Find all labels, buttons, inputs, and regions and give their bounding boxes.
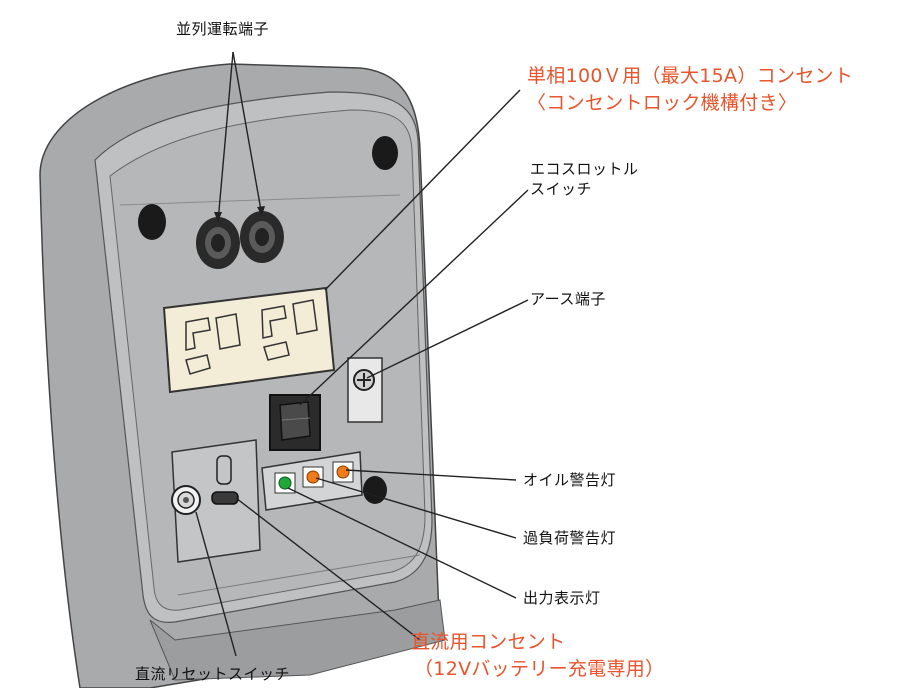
ac-outlet-label-line2: 〈コンセントロック機構付き〉 <box>527 92 798 114</box>
eco-switch-label-line2: スイッチ <box>530 180 593 198</box>
leader-arrowheads <box>214 206 265 222</box>
oil-warning-lamp <box>336 465 350 479</box>
oil-warning-label: オイル警告灯 <box>523 471 617 489</box>
ac-outlet <box>162 286 336 394</box>
dc-section <box>171 439 261 563</box>
parallel-terminals <box>196 211 284 269</box>
output-indicator-label: 出力表示灯 <box>523 589 601 607</box>
parallel-terminal-label: 並列運転端子 <box>176 20 270 38</box>
earth-terminal <box>347 357 383 423</box>
dc-outlet-label-line2: （12Vバッテリー充電専用） <box>414 658 665 680</box>
earth-terminal-label: アース端子 <box>530 290 606 308</box>
overload-warning-label: 過負荷警告灯 <box>523 529 617 547</box>
output-indicator-lamp <box>278 476 292 490</box>
leader-lines <box>195 51 529 657</box>
ac-outlet-label-line1: 単相100Ｖ用（最大15A）コンセント <box>527 65 854 87</box>
overload-warning-lamp <box>306 470 320 484</box>
panel-bolt <box>372 136 398 170</box>
panel-bolt <box>138 204 166 240</box>
eco-throttle-switch <box>269 394 321 451</box>
dc-reset-switch-label: 直流リセットスイッチ <box>135 665 291 683</box>
eco-switch-label-line1: エコスロットル <box>530 160 639 178</box>
panel-bolt <box>363 476 387 504</box>
dc-outlet-label-line1: 直流用コンセント <box>411 631 566 653</box>
